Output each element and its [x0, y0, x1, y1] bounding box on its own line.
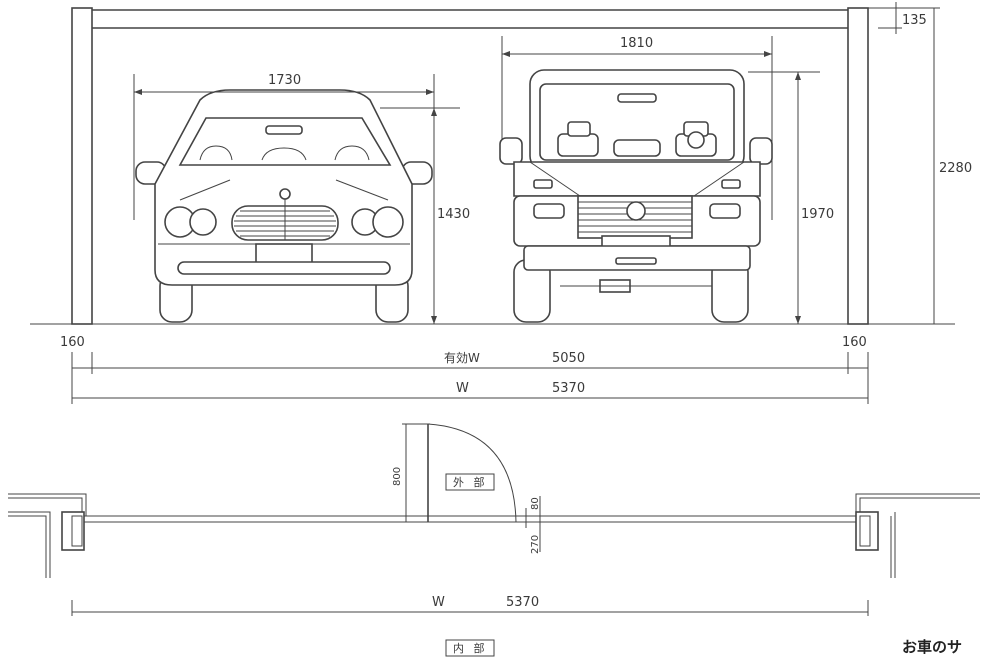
effective-width-value: 5050 [552, 351, 585, 366]
sedan-car [135, 89, 433, 323]
suv-height-label: 1970 [801, 207, 834, 222]
left-post-label: 160 [60, 335, 85, 350]
brand-text: お車のサ [902, 638, 962, 656]
sedan-height-dimension: 1430 [380, 107, 470, 324]
plan-width-value: 5370 [506, 595, 539, 610]
beam-height-dimension: 135 [868, 2, 927, 34]
plan-right-post [855, 511, 879, 551]
left-post [71, 7, 93, 325]
total-width-name: W [456, 381, 469, 396]
gap-top-label: 80 [530, 497, 541, 510]
plan-view: 800 外 部 80 270 W 5370 内 部 [8, 423, 980, 657]
inside-label: 内 部 [453, 641, 488, 655]
elevation-view: 135 2280 [30, 2, 972, 404]
suv-width-dimension: 1810 [501, 36, 773, 220]
suv-car [499, 69, 773, 323]
outside-label: 外 部 [453, 475, 488, 489]
post-dimensions: 160 160 [60, 335, 867, 350]
effective-width-name: 有効W [444, 350, 480, 365]
inside-label-box: 内 部 [445, 639, 495, 657]
sedan-width-dimension: 1730 [133, 73, 435, 220]
gap-bottom-label: 270 [530, 535, 541, 554]
right-post [847, 7, 869, 325]
door-swing-label: 800 [392, 467, 403, 486]
right-post-label: 160 [842, 335, 867, 350]
plan-width-dimension: W 5370 [71, 595, 869, 616]
outside-label-box: 外 部 [445, 473, 495, 491]
beam-height-label: 135 [902, 13, 927, 28]
plan-width-name: W [432, 595, 445, 610]
total-height-dimension: 2280 [868, 7, 972, 324]
sedan-height-label: 1430 [437, 207, 470, 222]
suv-height-dimension: 1970 [748, 71, 834, 324]
sedan-width-label: 1730 [268, 73, 301, 88]
gap-dimensions: 80 270 [525, 496, 560, 554]
suv-width-label: 1810 [620, 36, 653, 51]
plan-left-post [61, 511, 85, 551]
total-width-dimension: W 5370 [72, 381, 868, 399]
total-height-label: 2280 [939, 161, 972, 176]
total-width-value: 5370 [552, 381, 585, 396]
door-swing: 800 [392, 423, 517, 523]
effective-width-dimension: 有効W 5050 [71, 350, 869, 404]
